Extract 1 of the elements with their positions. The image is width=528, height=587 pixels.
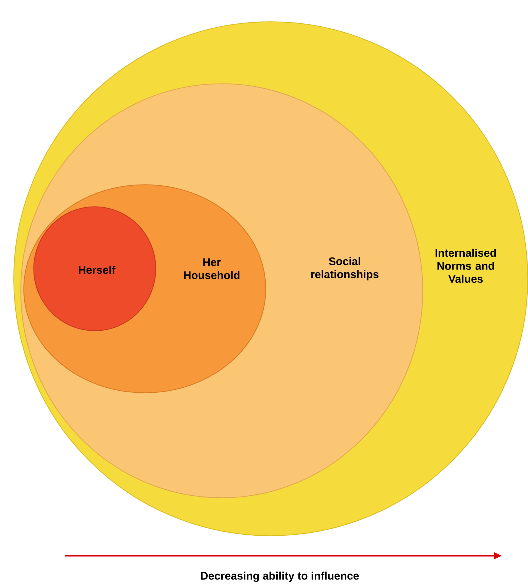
axis-caption: Decreasing ability to influence — [201, 572, 360, 582]
